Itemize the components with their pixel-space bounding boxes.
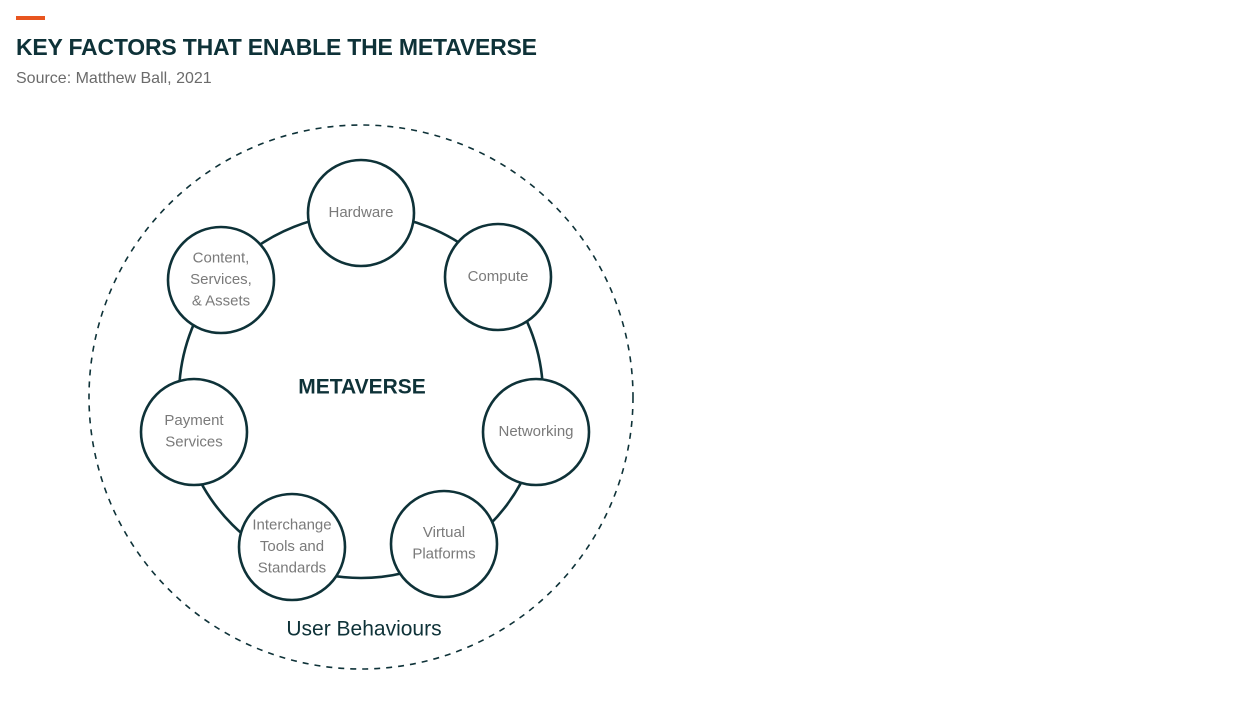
factor-node-label: Services — [165, 434, 223, 451]
factor-node-label: Virtual — [423, 524, 465, 541]
factor-node-compute: Compute — [443, 222, 553, 332]
page-title: KEY FACTORS THAT ENABLE THE METAVERSE — [16, 34, 537, 60]
factor-node-circle — [237, 492, 347, 602]
factor-node-label: Standards — [258, 559, 326, 576]
factor-node-label: Hardware — [328, 204, 393, 221]
factor-node-content: Content, Services, & Assets — [166, 225, 276, 335]
factor-node-label: & Assets — [192, 292, 250, 309]
user-behaviours-boundary — [88, 124, 634, 670]
factor-node-label: Payment — [164, 412, 224, 429]
factor-node-networking: Networking — [481, 377, 591, 487]
factor-node-label: Compute — [468, 268, 529, 285]
factor-node-circle — [139, 377, 249, 487]
factor-node-circle — [166, 225, 276, 335]
factor-node-label: Content, — [193, 249, 250, 266]
center-label: METAVERSE — [298, 376, 426, 399]
outer-label: User Behaviours — [286, 618, 441, 641]
factor-node-hardware: Hardware — [306, 158, 416, 268]
factor-node-label: Tools and — [260, 538, 324, 555]
source-note: Source: Matthew Ball, 2021 — [16, 70, 212, 87]
factor-node-circle — [306, 158, 416, 268]
factor-node-circle — [481, 377, 591, 487]
factor-node-circle — [389, 489, 499, 599]
factor-node-label: Interchange — [252, 516, 331, 533]
factor-node-label: Services, — [190, 271, 252, 288]
accent-bar — [16, 16, 45, 20]
factor-node-label: Networking — [498, 423, 573, 440]
factor-node-label: Platforms — [412, 546, 475, 563]
factor-node-circle — [443, 222, 553, 332]
